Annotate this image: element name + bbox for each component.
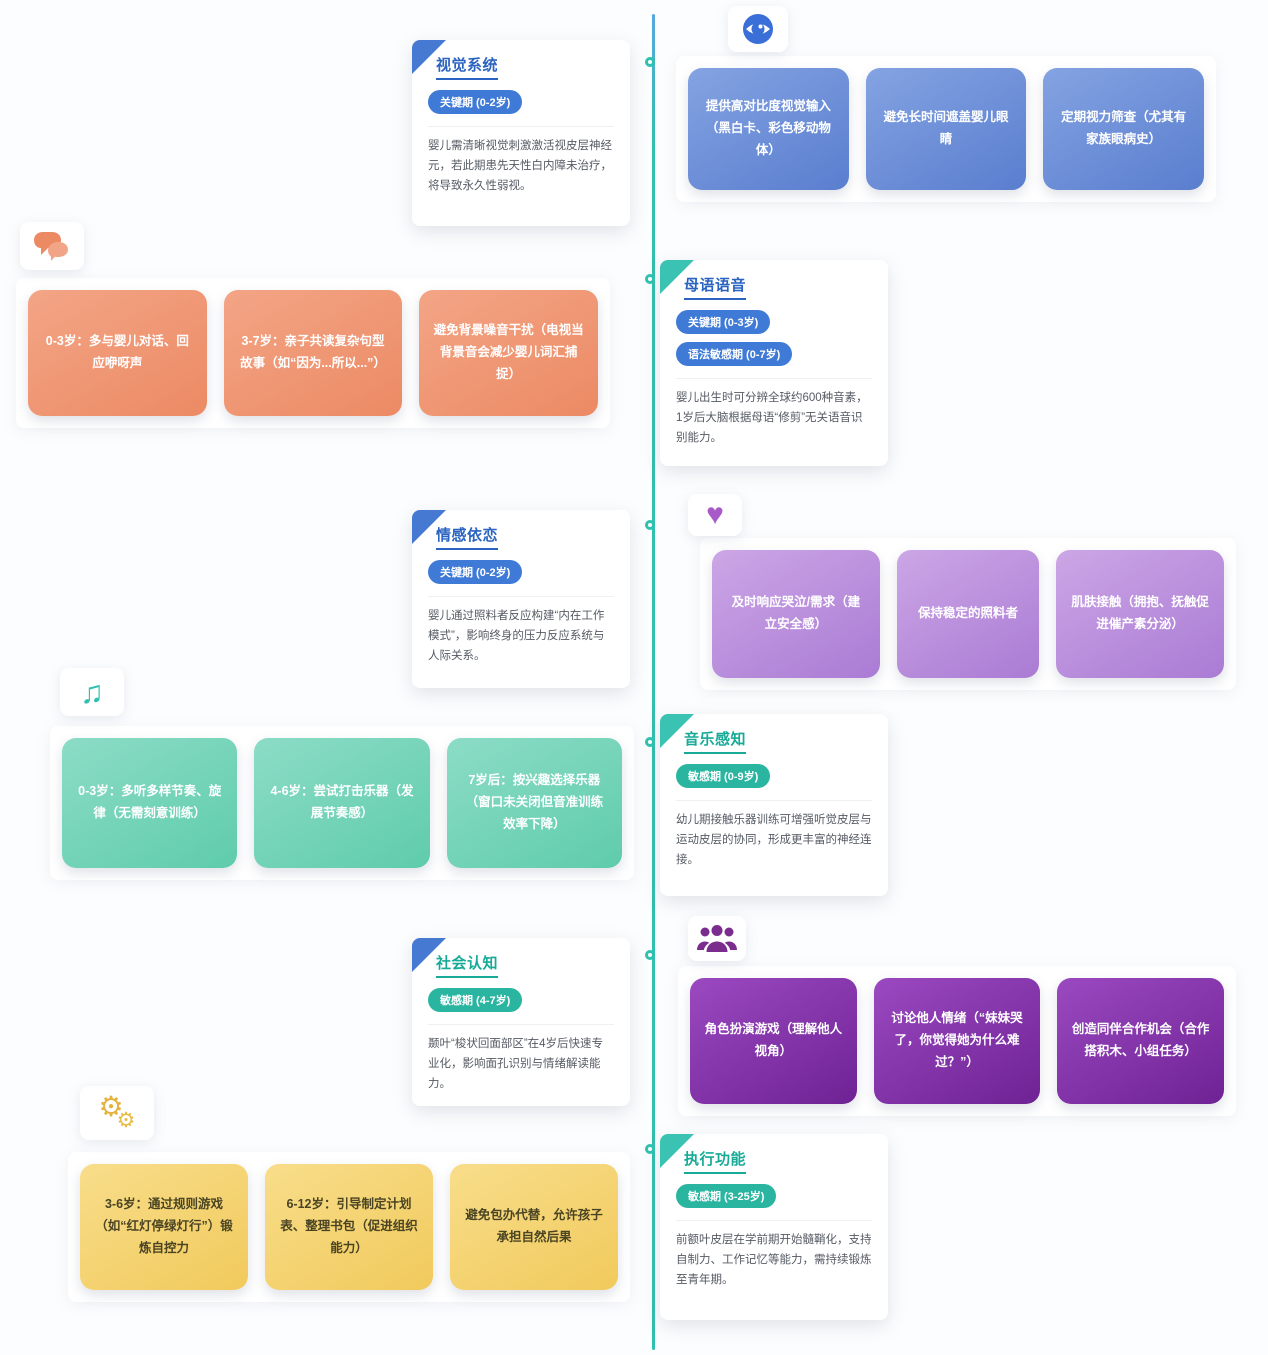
section-description: 前额叶皮层在学前期开始髓鞘化，支持自制力、工作记忆等能力，需持续锻炼至青年期。 [676,1220,872,1290]
info-card-language: 母语语音 关键期 (0-3岁) 语法敏感期 (0-7岁) 婴儿出生时可分辨全球约… [660,260,888,466]
corner-fold [412,510,446,544]
music-note-icon: ♫ [60,668,124,716]
section-title: 执行功能 [684,1148,747,1174]
corner-fold [412,40,446,74]
timeline-line [652,14,655,1350]
section-title: 情感依恋 [436,524,499,550]
tip-card: 避免包办代替，允许孩子承担自然后果 [450,1164,618,1290]
tip-card: 4-6岁：尝试打击乐器（发展节奏感） [254,738,430,868]
tip-card: 避免背景噪音干扰（电视当背景音会减少婴儿词汇捕捉） [419,290,599,416]
tips-row-social: 角色扮演游戏（理解他人视角） 讨论他人情绪（“妹妹哭了，你觉得她为什么难过？”）… [678,966,1236,1116]
tip-card: 0-3岁：多听多样节奏、旋律（无需刻意训练） [62,738,238,868]
timeline-node [645,274,655,284]
timeline-node [645,950,655,960]
corner-fold [660,260,694,294]
tip-card: 6-12岁：引导制定计划表、整理书包（促进组织能力） [265,1164,433,1290]
corner-fold [660,1134,694,1168]
timeline-node [645,1144,655,1154]
heart-icon: ♥ [706,498,724,531]
gears-icon: ⚙⚙ [80,1086,154,1140]
period-badge: 关键期 (0-2岁) [428,90,523,114]
tips-row-music: 0-3岁：多听多样节奏、旋律（无需刻意训练） 4-6岁：尝试打击乐器（发展节奏感… [50,726,634,880]
gear-icon: ⚙ [98,1091,124,1122]
info-card-social: 社会认知 敏感期 (4-7岁) 颞叶“梭状回面部区”在4岁后快速专业化，影响面孔… [412,938,630,1106]
info-card-visual-system: 视觉系统 关键期 (0-2岁) 婴儿需清晰视觉刺激激活视皮层神经元，若此期患先天… [412,40,630,226]
tip-card: 定期视力筛查（尤其有家族眼病史） [1043,68,1205,190]
info-card-attachment: 情感依恋 关键期 (0-2岁) 婴儿通过照料者反应构建“内在工作模式”，影响终身… [412,510,630,688]
tip-card: 角色扮演游戏（理解他人视角） [690,978,857,1104]
period-badge: 关键期 (0-2岁) [428,560,523,584]
tip-card: 7岁后：按兴趣选择乐器（窗口未关闭但音准训练效率下降） [446,738,622,868]
corner-fold [412,938,446,972]
section-description: 婴儿需清晰视觉刺激激活视皮层神经元，若此期患先天性白内障未治疗，将导致永久性弱视… [428,126,614,196]
tips-row-attachment: 及时响应哭泣/需求（建立安全感） 保持稳定的照料者 肌肤接触（拥抱、抚触促进催产… [700,538,1236,690]
period-badge: 语法敏感期 (0-7岁) [676,342,793,366]
info-card-executive: 执行功能 敏感期 (3-25岁) 前额叶皮层在学前期开始髓鞘化，支持自制力、工作… [660,1134,888,1320]
tip-card: 保持稳定的照料者 [896,550,1040,678]
period-badge: 敏感期 (3-25岁) [676,1184,777,1208]
tip-card: 避免长时间遮盖婴儿眼睛 [865,68,1027,190]
timeline-node [645,57,655,67]
tip-card: 提供高对比度视觉输入（黑白卡、彩色移动物体） [688,68,849,190]
section-title: 音乐感知 [684,728,747,754]
people-group-icon [697,924,737,952]
period-badge: 关键期 (0-3岁) [676,310,771,334]
tip-card: 创造同伴合作机会（合作搭积木、小组任务） [1057,978,1225,1104]
timeline-node [645,520,655,530]
music-note-icon: ♫ [80,674,104,710]
section-description: 婴儿通过照料者反应构建“内在工作模式”，影响终身的压力反应系统与人际关系。 [428,596,614,666]
section-title: 社会认知 [436,952,499,978]
chat-bubbles-icon [34,232,68,261]
heart-icon: ♥ [688,494,742,536]
period-badge: 敏感期 (4-7岁) [428,988,523,1012]
period-badge: 敏感期 (0-9岁) [676,764,771,788]
section-description: 颞叶“梭状回面部区”在4岁后快速专业化，影响面孔识别与情绪解读能力。 [428,1024,614,1094]
section-title: 母语语音 [684,274,747,300]
tips-row-visual-system: 提供高对比度视觉输入（黑白卡、彩色移动物体） 避免长时间遮盖婴儿眼睛 定期视力筛… [676,56,1216,202]
eye-icon [728,6,788,52]
tips-row-executive: 3-6岁：通过规则游戏（如“红灯停绿灯行”）锻炼自控力 6-12岁：引导制定计划… [68,1152,630,1302]
tips-row-language: 0-3岁：多与婴儿对话、回应咿呀声 3-7岁：亲子共读复杂句型故事（如“因为..… [16,278,610,428]
tip-card: 3-6岁：通过规则游戏（如“红灯停绿灯行”）锻炼自控力 [80,1164,248,1290]
people-group-icon [688,916,746,961]
tip-card: 讨论他人情绪（“妹妹哭了，你觉得她为什么难过？”） [873,978,1041,1104]
corner-fold [660,714,694,748]
section-description: 婴儿出生时可分辨全球约600种音素，1岁后大脑根据母语“修剪”无关语音识别能力。 [676,378,872,448]
section-description: 幼儿期接触乐器训练可增强听觉皮层与运动皮层的协同，形成更丰富的神经连接。 [676,800,872,870]
info-card-music: 音乐感知 敏感期 (0-9岁) 幼儿期接触乐器训练可增强听觉皮层与运动皮层的协同… [660,714,888,896]
timeline-node [645,737,655,747]
section-title: 视觉系统 [436,54,499,80]
chat-bubbles-icon [20,222,84,270]
tip-card: 肌肤接触（拥抱、抚触促进催产素分泌） [1056,550,1224,678]
gear-icon: ⚙ [116,1108,136,1132]
tip-card: 3-7岁：亲子共读复杂句型故事（如“因为...所以...”） [223,290,403,416]
eye-icon [743,14,773,44]
tip-card: 0-3岁：多与婴儿对话、回应咿呀声 [28,290,207,416]
tip-card: 及时响应哭泣/需求（建立安全感） [712,550,880,678]
